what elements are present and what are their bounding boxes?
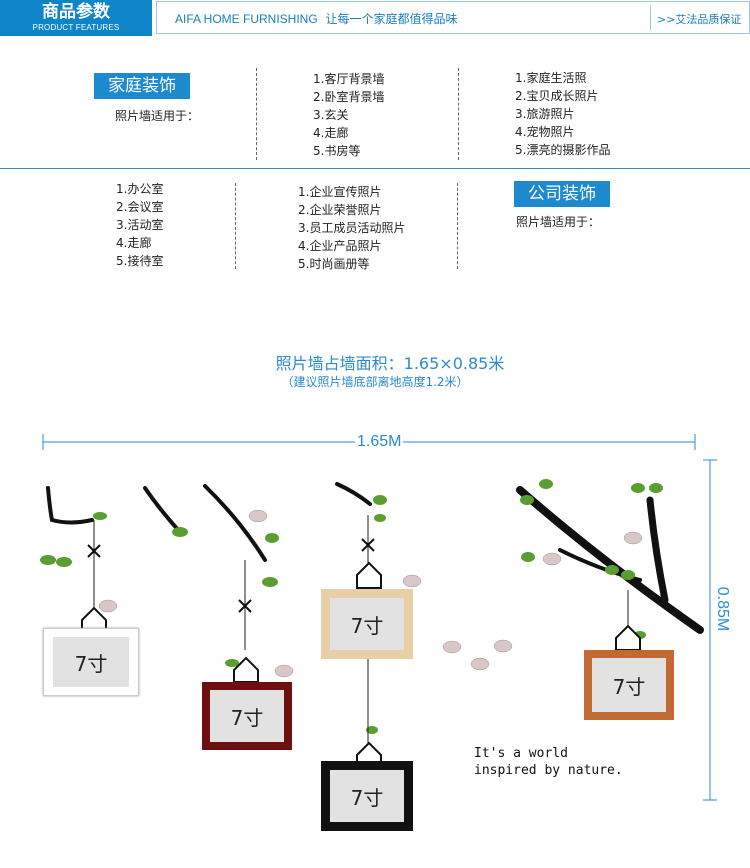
company-decoration-tag: 公司装饰 <box>514 181 610 207</box>
list-item: 4.走廊 <box>116 236 152 250</box>
wall-area-text: 照片墙占墙面积：1.65×0.85米 <box>275 354 505 373</box>
height-dimension-label: 0.85M <box>714 586 732 632</box>
frame-size-label: 7寸 <box>330 770 404 822</box>
list-item: 1.办公室 <box>116 182 164 196</box>
quote-line: It's a world <box>474 746 568 761</box>
list-item: 3.员工成员活动照片 <box>298 221 406 235</box>
list-item: 2.会议室 <box>116 200 164 214</box>
list-item: 5.漂亮的摄影作品 <box>515 143 611 157</box>
company-list-places: 1.办公室 2.会议室 3.活动室 4.走廊 5.接待室 <box>116 180 163 270</box>
list-item: 5.时尚画册等 <box>298 257 370 271</box>
list-item: 3.玄关 <box>313 108 349 122</box>
nature-quote: It's a world inspired by nature. <box>474 745 623 779</box>
frame-size-label: 7寸 <box>210 690 284 742</box>
frame-size-label: 7寸 <box>592 658 666 712</box>
dashed-divider <box>256 68 257 160</box>
brand-slogan: AIFA HOME FURNISHING 让每一个家庭都值得品味 <box>175 10 458 27</box>
section-badge: 商品参数 PRODUCT FEATURES <box>0 0 152 36</box>
photo-frame-red: 7寸 <box>202 682 292 750</box>
list-item: 2.企业荣誉照片 <box>298 203 382 217</box>
photo-frame-black: 7寸 <box>321 761 413 831</box>
badge-subtitle: PRODUCT FEATURES <box>32 23 120 32</box>
page-header: 商品参数 PRODUCT FEATURES AIFA HOME FURNISHI… <box>0 0 750 36</box>
birds <box>98 509 643 678</box>
header-bar: AIFA HOME FURNISHING 让每一个家庭都值得品味 >>艾法品质保… <box>156 1 750 34</box>
photo-frame-white: 7寸 <box>43 628 139 696</box>
list-item: 4.走廊 <box>313 126 349 140</box>
home-list-photos: 1.家庭生活照 2.宝贝成长照片 3.旅游照片 4.宠物照片 5.漂亮的摄影作品 <box>515 69 610 159</box>
leaves <box>40 479 663 734</box>
list-item: 4.企业产品照片 <box>298 239 382 253</box>
list-item: 3.活动室 <box>116 218 164 232</box>
home-decoration-tag: 家庭装饰 <box>94 73 190 99</box>
list-item: 2.卧室背景墙 <box>313 90 385 104</box>
home-list-places: 1.客厅背景墙 2.卧室背景墙 3.玄关 4.走廊 5.书房等 <box>313 70 384 160</box>
header-divider <box>650 5 651 30</box>
frame-size-label: 7寸 <box>53 637 129 687</box>
photo-frame-wood: 7寸 <box>321 589 413 659</box>
string-knots <box>87 538 375 613</box>
brand-name: AIFA HOME FURNISHING <box>175 12 318 26</box>
birdhouses <box>81 561 641 766</box>
company-list-photos: 1.企业宣传照片 2.企业荣誉照片 3.员工成员活动照片 4.企业产品照片 5.… <box>298 183 405 273</box>
home-applicable-label: 照片墙适用于： <box>115 109 200 123</box>
list-item: 1.客厅背景墙 <box>313 72 385 86</box>
badge-title: 商品参数 <box>42 2 110 22</box>
photo-frame-orange: 7寸 <box>584 650 674 720</box>
list-item: 5.书房等 <box>313 144 361 158</box>
height-dimension-line <box>703 459 717 801</box>
frame-size-label: 7寸 <box>330 598 404 650</box>
quality-guarantee-link[interactable]: >>艾法品质保证 <box>657 13 742 26</box>
quote-line: inspired by nature. <box>474 763 623 778</box>
dashed-divider <box>457 183 458 269</box>
list-item: 1.家庭生活照 <box>515 71 587 85</box>
company-applicable-label: 照片墙适用于： <box>516 215 601 229</box>
wall-area-note: （建议照片墙底部离地高度1.2米） <box>281 375 469 389</box>
slogan-text: 让每一个家庭都值得品味 <box>325 12 458 26</box>
photo-wall-illustration <box>40 434 717 801</box>
section-separator <box>0 168 750 169</box>
list-item: 4.宠物照片 <box>515 125 575 139</box>
width-dimension-label: 1.65M <box>355 433 404 451</box>
list-item: 3.旅游照片 <box>515 107 575 121</box>
list-item: 1.企业宣传照片 <box>298 185 382 199</box>
list-item: 2.宝贝成长照片 <box>515 89 599 103</box>
list-item: 5.接待室 <box>116 254 164 268</box>
dashed-divider <box>458 68 459 160</box>
dashed-divider <box>235 183 236 269</box>
